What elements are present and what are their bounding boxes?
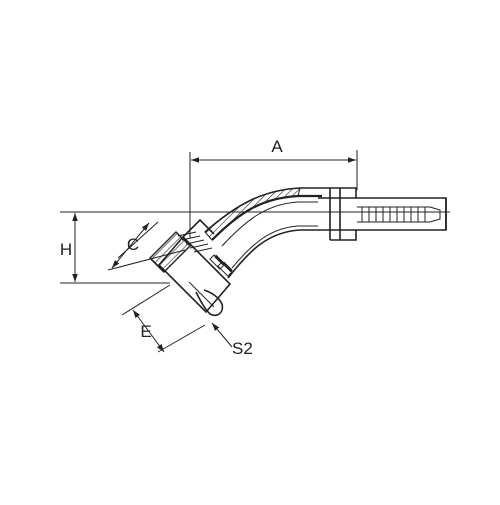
bent-body	[204, 187, 330, 279]
dimension-line-c	[111, 222, 150, 269]
label-h: H	[60, 240, 72, 259]
swivel-nut	[149, 218, 233, 317]
tail-serrations	[357, 206, 441, 223]
dimension-a: A	[189, 137, 358, 238]
dimension-s2: S2	[211, 322, 253, 358]
bend-wall-section	[204, 187, 301, 241]
bend-bore-bottom	[231, 225, 318, 269]
nut-hex-face	[195, 289, 224, 317]
extension-line-e-lower	[157, 324, 206, 353]
label-e: E	[140, 322, 151, 341]
label-a: A	[271, 137, 283, 156]
bend-bore-top	[221, 201, 318, 247]
collar-bottom	[330, 230, 357, 241]
dimension-e: E	[121, 284, 206, 353]
dimension-c: C	[107, 221, 186, 271]
leader-line-s2	[211, 322, 233, 348]
nut-lip	[182, 218, 215, 238]
dimension-line-e	[132, 309, 165, 353]
hose-tail	[318, 187, 447, 241]
tail-outline	[318, 197, 447, 231]
nut-edge	[188, 281, 215, 308]
bend-outer-bottom	[227, 229, 318, 279]
extension-line-e-upper	[121, 284, 171, 316]
label-s2: S2	[232, 339, 253, 358]
dimension-h: H	[60, 211, 450, 284]
cone-face	[149, 257, 165, 273]
o-ring-grooves	[209, 254, 233, 277]
collar-top	[330, 187, 357, 198]
label-c: C	[127, 235, 139, 254]
